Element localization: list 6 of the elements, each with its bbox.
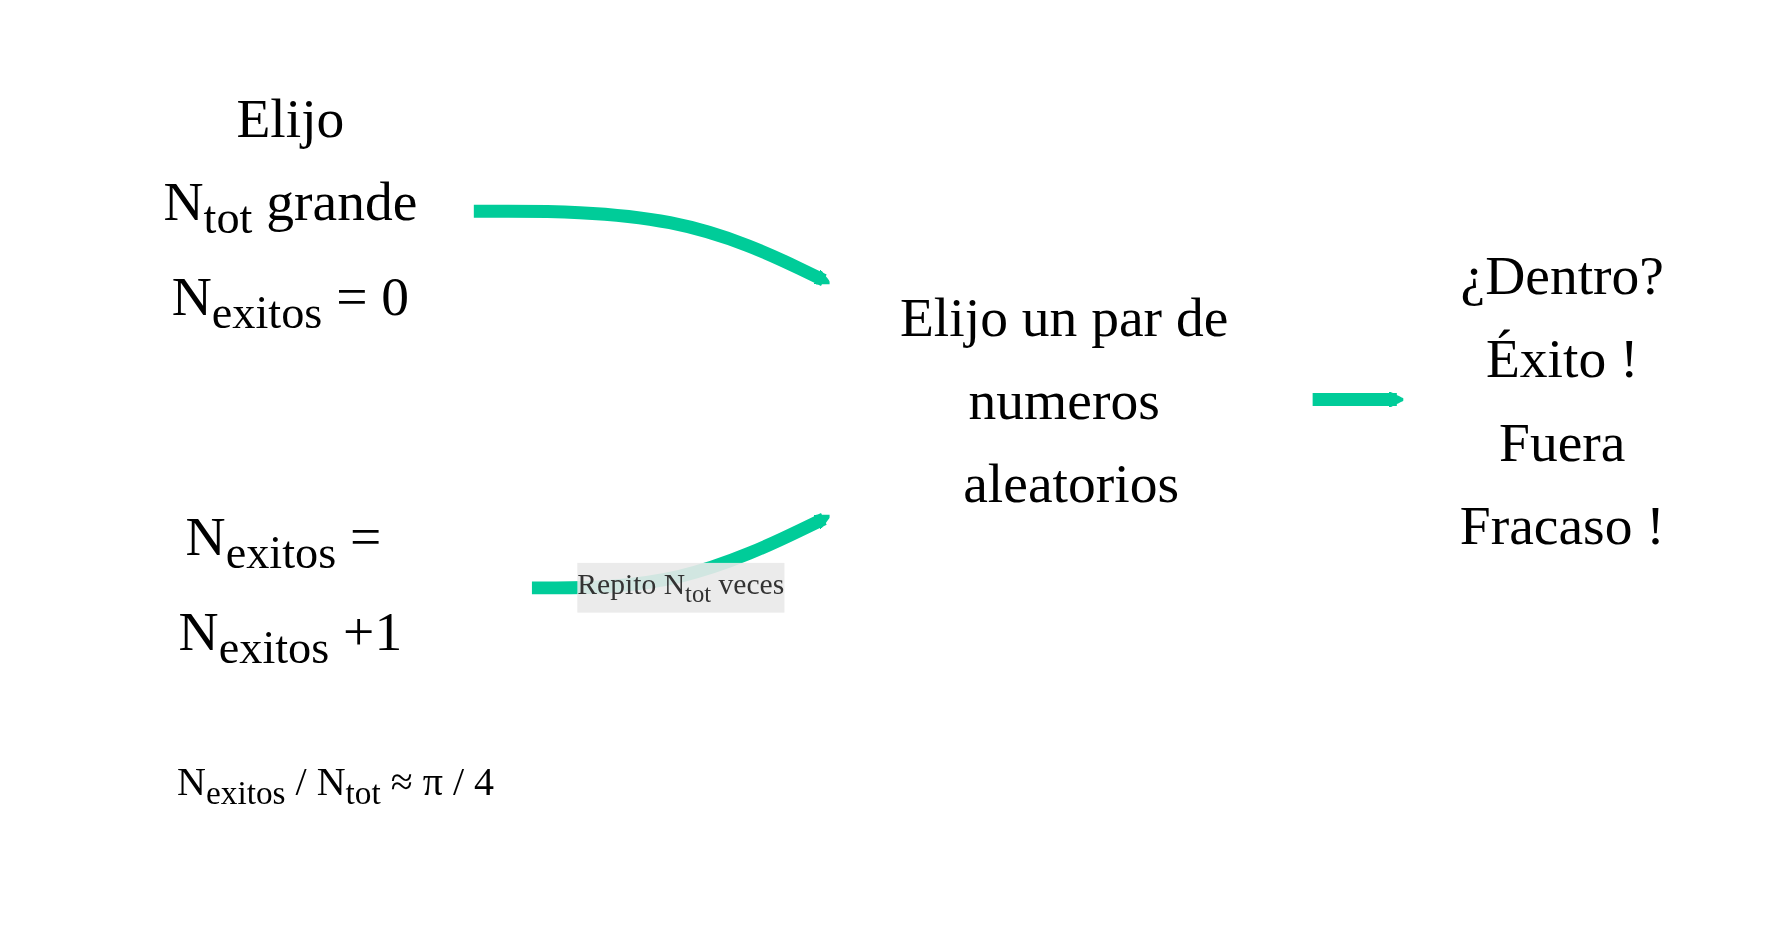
node-text: Elijo un par de numeros aleatorios [900,286,1229,514]
node-text: N$_{exitos}$ = N$_{exitos}$ +1 [179,505,403,672]
node-text: Elijo N$_{tot}$ grande N$_{exitos}$ = 0 [163,87,418,337]
formula-text: N$_{exitos}$ / N$_{tot}$ ≈ π / 4 [177,758,495,813]
edge-label: Repito N$_{tot}$ veces [577,568,785,608]
node-text: ¿Dentro? Éxito ! Fuera Fracaso ! [1460,244,1666,556]
